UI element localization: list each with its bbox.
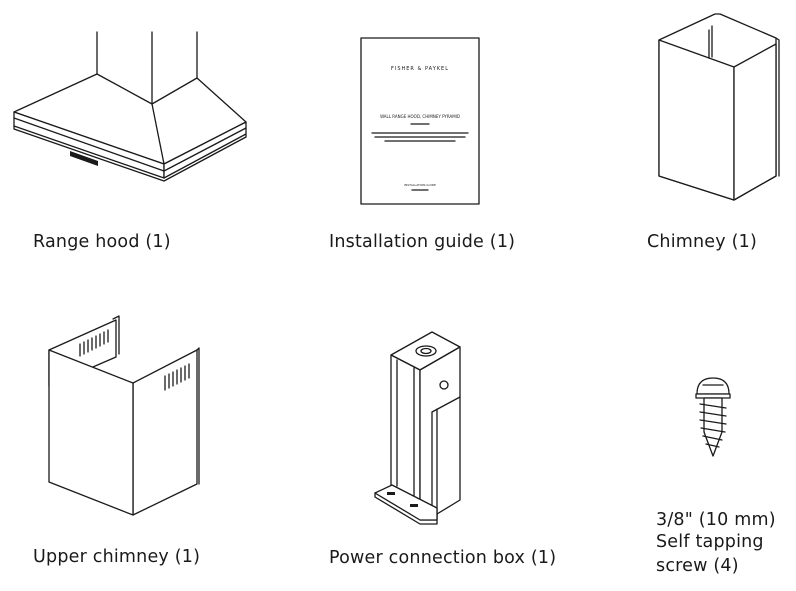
power-connection-box-label: Power connection box (1) [329, 548, 557, 568]
guide-footer: INSTALLATION GUIDE [404, 183, 436, 187]
vent-slots-back [79, 329, 109, 357]
screw-label-line-2: Self tapping [656, 532, 764, 552]
guide-brand: FISHER & PAYKEL [391, 66, 449, 72]
screw-label-line-3: screw (4) [656, 556, 739, 576]
screw-label-line-1: 3/8" (10 mm) [656, 510, 776, 530]
installation-guide-label: Installation guide (1) [329, 232, 516, 252]
upper-chimney-label: Upper chimney (1) [33, 547, 201, 567]
chimney-label: Chimney (1) [647, 232, 757, 252]
range-hood-label: Range hood (1) [33, 232, 171, 252]
guide-title: WALL RANGE HOOD, CHIMNEY PYRAMID [380, 114, 460, 119]
vent-slots-side [164, 363, 190, 391]
